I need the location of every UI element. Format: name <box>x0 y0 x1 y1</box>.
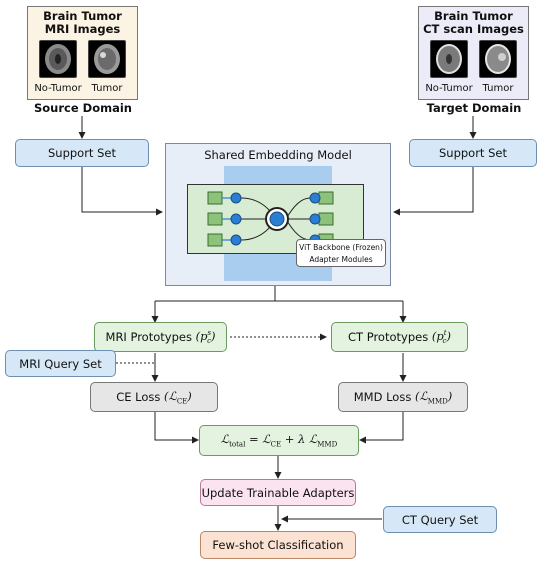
source-title-line2: MRI Images <box>44 22 121 36</box>
mri-prototypes-box: MRI Prototypes (psc) <box>94 322 227 352</box>
ct-no-tumor-image <box>430 40 468 78</box>
arrow-mmd-to-total <box>359 412 404 444</box>
mmd-loss-symbol: (ℒMMD) <box>415 388 453 406</box>
support-set-left: Support Set <box>15 139 149 167</box>
ce-loss-label: CE Loss <box>116 390 161 404</box>
mmd-loss-box: MMD Loss (ℒMMD) <box>338 382 468 412</box>
adapter-network-box <box>187 184 364 254</box>
target-title-line2: CT scan Images <box>423 22 524 36</box>
total-loss-equation: ℒtotal = ℒCE + λ ℒMMD <box>220 432 338 449</box>
embedding-title: Shared Embedding Model <box>204 148 352 162</box>
total-loss-box: ℒtotal = ℒCE + λ ℒMMD <box>199 425 359 456</box>
mri-tumor-image <box>88 40 126 78</box>
ct-query-set-box: CT Query Set <box>383 506 497 533</box>
arrow-support-left-to-embedding <box>81 167 163 216</box>
target-label-no-tumor: No-Tumor <box>425 83 473 94</box>
network-diagram <box>207 191 334 247</box>
few-shot-classification-box: Few-shot Classification <box>200 531 356 559</box>
source-label-tumor: Tumor <box>91 83 123 94</box>
target-domain-caption: Target Domain <box>426 101 522 115</box>
ct-prototypes-symbol: (ptc) <box>431 328 451 346</box>
mri-query-set-box: MRI Query Set <box>5 350 116 377</box>
source-domain-caption: Source Domain <box>34 101 132 115</box>
update-adapters-box: Update Trainable Adapters <box>200 479 356 506</box>
ce-loss-symbol: (ℒCE) <box>164 388 192 406</box>
arrow-ce-to-total <box>154 412 199 444</box>
mri-no-tumor-image <box>39 40 77 78</box>
source-title-line1: Brain Tumor <box>43 9 122 23</box>
ct-prototypes-box: CT Prototypes (ptc) <box>331 322 468 352</box>
embedding-legend: ViT Backbone (Frozen) Adapter Modules <box>296 239 386 267</box>
ct-prototypes-label: CT Prototypes <box>348 330 429 344</box>
target-label-tumor: Tumor <box>482 83 514 94</box>
source-domain-panel: Brain Tumor MRI Images No-Tumor Tumor <box>27 6 138 100</box>
mmd-loss-label: MMD Loss <box>353 390 412 404</box>
support-set-right: Support Set <box>409 139 537 167</box>
shared-embedding-model-panel: Shared Embedding Model <box>165 143 391 286</box>
target-title-line1: Brain Tumor <box>434 9 513 23</box>
ct-tumor-image <box>479 40 517 78</box>
legend-adapter: Adapter Modules <box>309 255 373 264</box>
source-label-no-tumor: No-Tumor <box>34 83 82 94</box>
legend-backbone: ViT Backbone (Frozen) <box>299 243 383 252</box>
arrow-support-right-to-embedding <box>393 167 474 216</box>
target-domain-panel: Brain Tumor CT scan Images No-Tumor Tumo… <box>418 6 529 100</box>
mri-prototypes-label: MRI Prototypes <box>105 330 192 344</box>
ce-loss-box: CE Loss (ℒCE) <box>90 382 218 412</box>
mri-prototypes-symbol: (psc) <box>195 328 216 346</box>
